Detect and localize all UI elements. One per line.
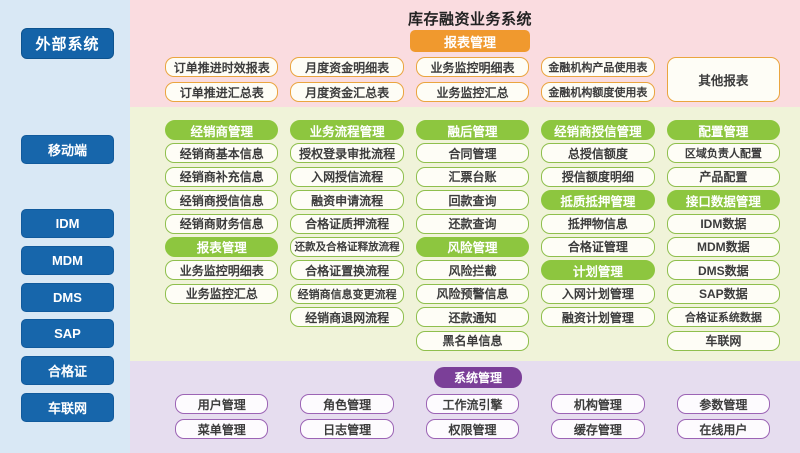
report-item: 业务监控汇总 <box>415 82 530 102</box>
report-column: 业务监控明细表 业务监控汇总 <box>415 57 530 102</box>
external-system-certificate: 合格证 <box>21 356 114 385</box>
module-item: 合格证管理 <box>541 236 655 257</box>
module-header: 计划管理 <box>541 260 655 281</box>
module-item: 还款通知 <box>415 307 530 328</box>
module-item: 入网授信流程 <box>290 166 404 187</box>
module-item: IDM数据 <box>666 213 781 234</box>
system-item: 机构管理 <box>551 394 645 414</box>
module-header: 配置管理 <box>666 120 781 140</box>
module-item: 汇票台账 <box>415 166 530 187</box>
report-column: 订单推进时效报表 订单推进汇总表 <box>165 57 279 102</box>
module-item: MDM数据 <box>666 236 781 257</box>
module-item: 业务监控汇总 <box>165 283 279 304</box>
system-management-header: 系统管理 <box>434 367 522 388</box>
module-item: 产品配置 <box>666 166 781 187</box>
system-item: 菜单管理 <box>175 419 269 439</box>
system-item: 缓存管理 <box>551 419 645 439</box>
external-system-telematics: 车联网 <box>21 393 114 422</box>
module-item: 风险预警信息 <box>415 283 530 304</box>
report-item: 月度资金汇总表 <box>290 82 404 102</box>
report-item: 金融机构产品使用表 <box>541 57 655 77</box>
module-item: 合格证质押流程 <box>290 213 404 234</box>
external-systems-panel: 外部系统 移动端 IDM MDM DMS SAP 合格证 车联网 <box>0 0 130 453</box>
report-column: 其他报表 <box>666 57 781 102</box>
module-item: 授信额度明细 <box>541 166 655 187</box>
external-system-sap: SAP <box>21 319 114 348</box>
report-item: 业务监控明细表 <box>415 57 530 77</box>
module-item: 抵押物信息 <box>541 213 655 234</box>
module-item: DMS数据 <box>666 260 781 281</box>
external-systems-title: 外部系统 <box>21 28 114 59</box>
module-item: 经销商补充信息 <box>165 166 279 187</box>
module-column-config: 配置管理 区域负责人配置 产品配置 接口数据管理 IDM数据 MDM数据 DMS… <box>666 120 781 351</box>
module-item: 经销商退网流程 <box>290 307 404 328</box>
module-header: 报表管理 <box>165 236 279 257</box>
system-item: 用户管理 <box>175 394 269 414</box>
modules-section: 经销商管理 经销商基本信息 经销商补充信息 经销商授信信息 经销商财务信息 报表… <box>130 107 800 361</box>
module-item: 回款查询 <box>415 190 530 211</box>
module-item: 合格证置换流程 <box>290 260 404 281</box>
module-header: 经销商授信管理 <box>541 120 655 140</box>
module-item: 经销商基本信息 <box>165 143 279 164</box>
system-column: 机构管理 缓存管理 <box>541 394 654 439</box>
report-item-other: 其他报表 <box>666 57 781 102</box>
system-column: 用户管理 菜单管理 <box>165 394 278 439</box>
module-item: 还款查询 <box>415 213 530 234</box>
module-item: 风险拦截 <box>415 260 530 281</box>
system-management-section: 系统管理 用户管理 菜单管理 角色管理 日志管理 工作流引擎 权限管理 机构管理… <box>130 361 800 453</box>
report-section: 库存融资业务系统 报表管理 订单推进时效报表 订单推进汇总表 月度资金明细表 月… <box>130 0 800 107</box>
module-item: SAP数据 <box>666 283 781 304</box>
module-item: 总授信额度 <box>541 143 655 164</box>
report-management-header: 报表管理 <box>410 30 530 52</box>
system-column: 工作流引擎 权限管理 <box>416 394 529 439</box>
module-column-workflow: 业务流程管理 授权登录审批流程 入网授信流程 融资申请流程 合格证质押流程 还款… <box>290 120 404 351</box>
external-system-dms: DMS <box>21 283 114 312</box>
module-item: 融资申请流程 <box>290 190 404 211</box>
report-column: 月度资金明细表 月度资金汇总表 <box>290 57 404 102</box>
module-column-dealer: 经销商管理 经销商基本信息 经销商补充信息 经销商授信信息 经销商财务信息 报表… <box>165 120 279 351</box>
module-header: 风险管理 <box>415 236 530 257</box>
module-column-credit: 经销商授信管理 总授信额度 授信额度明细 抵质抵押管理 抵押物信息 合格证管理 … <box>541 120 655 351</box>
system-column: 参数管理 在线用户 <box>667 394 780 439</box>
module-item: 业务监控明细表 <box>165 260 279 281</box>
system-item: 在线用户 <box>676 419 771 439</box>
module-item: 经销商授信信息 <box>165 190 279 211</box>
module-item: 合同管理 <box>415 143 530 164</box>
module-header: 业务流程管理 <box>290 120 404 140</box>
module-item: 授权登录审批流程 <box>290 143 404 164</box>
module-item: 还款及合格证释放流程 <box>290 236 404 257</box>
system-item: 权限管理 <box>425 419 520 439</box>
module-item: 区域负责人配置 <box>666 143 781 164</box>
module-column-postloan: 融后管理 合同管理 汇票台账 回款查询 还款查询 风险管理 风险拦截 风险预警信… <box>415 120 530 351</box>
report-item: 金融机构额度使用表 <box>541 82 655 102</box>
module-header: 经销商管理 <box>165 120 279 140</box>
module-item: 融资计划管理 <box>541 307 655 328</box>
report-item: 订单推进汇总表 <box>165 82 279 102</box>
module-item: 合格证系统数据 <box>666 307 781 328</box>
module-item: 车联网 <box>666 330 781 351</box>
module-header: 抵质抵押管理 <box>541 190 655 211</box>
external-system-mobile: 移动端 <box>21 135 114 164</box>
module-item: 经销商信息变更流程 <box>290 283 404 304</box>
module-header: 接口数据管理 <box>666 190 781 211</box>
system-title: 库存融资业务系统 <box>407 11 533 28</box>
report-item: 订单推进时效报表 <box>165 57 279 77</box>
report-column: 金融机构产品使用表 金融机构额度使用表 <box>541 57 655 102</box>
module-item: 入网计划管理 <box>541 283 655 304</box>
system-column: 角色管理 日志管理 <box>290 394 403 439</box>
system-item: 工作流引擎 <box>425 394 520 414</box>
report-item: 月度资金明细表 <box>290 57 404 77</box>
external-system-mdm: MDM <box>21 246 114 275</box>
system-item: 角色管理 <box>300 394 394 414</box>
module-item: 黑名单信息 <box>415 330 530 351</box>
system-item: 参数管理 <box>676 394 771 414</box>
system-item: 日志管理 <box>300 419 394 439</box>
module-header: 融后管理 <box>415 120 530 140</box>
external-system-idm: IDM <box>21 209 114 238</box>
module-item: 经销商财务信息 <box>165 213 279 234</box>
